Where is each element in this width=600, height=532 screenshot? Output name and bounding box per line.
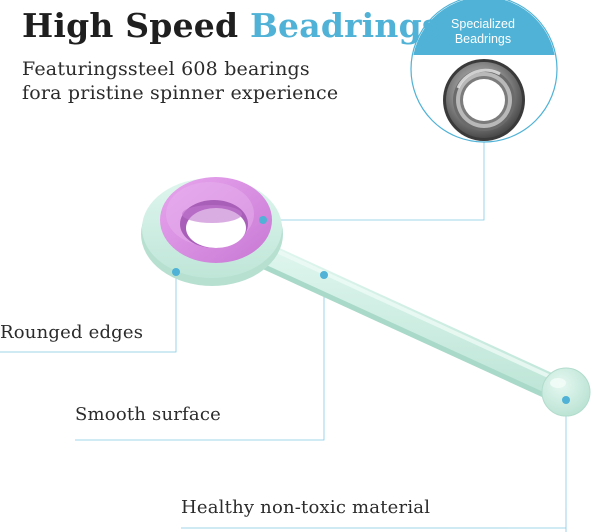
callout-lines (0, 142, 567, 532)
callout-dot-bearing (259, 216, 267, 224)
badge-label-line-1: Specialized (451, 17, 515, 31)
badge-label-line-2: Beadrings (454, 32, 512, 46)
bearing-badge (410, 0, 558, 143)
bearing-image (443, 59, 525, 141)
callout-dot-edges (172, 268, 180, 276)
spinner-tool (141, 177, 591, 417)
title-part-1: High Speed (22, 6, 239, 45)
page-title: High Speed Beadrings (22, 6, 441, 45)
subtitle-line-1: Featuringssteel 608 bearings (22, 58, 310, 80)
callout-dots (172, 216, 570, 404)
callout-line-smooth (75, 275, 325, 441)
callout-dot-smooth (320, 271, 328, 279)
feature-label-edges: Rounged edges (0, 322, 144, 343)
title-part-2: Beadrings (249, 6, 441, 45)
callout-line-bearing (263, 142, 485, 221)
callout-line-edges (0, 272, 177, 353)
subtitle-line-2: fora pristine spinner experience (22, 82, 339, 104)
feature-label-healthy: Healthy non-toxic material (181, 497, 431, 518)
callout-dot-healthy (562, 396, 570, 404)
feature-label-smooth: Smooth surface (75, 404, 221, 425)
